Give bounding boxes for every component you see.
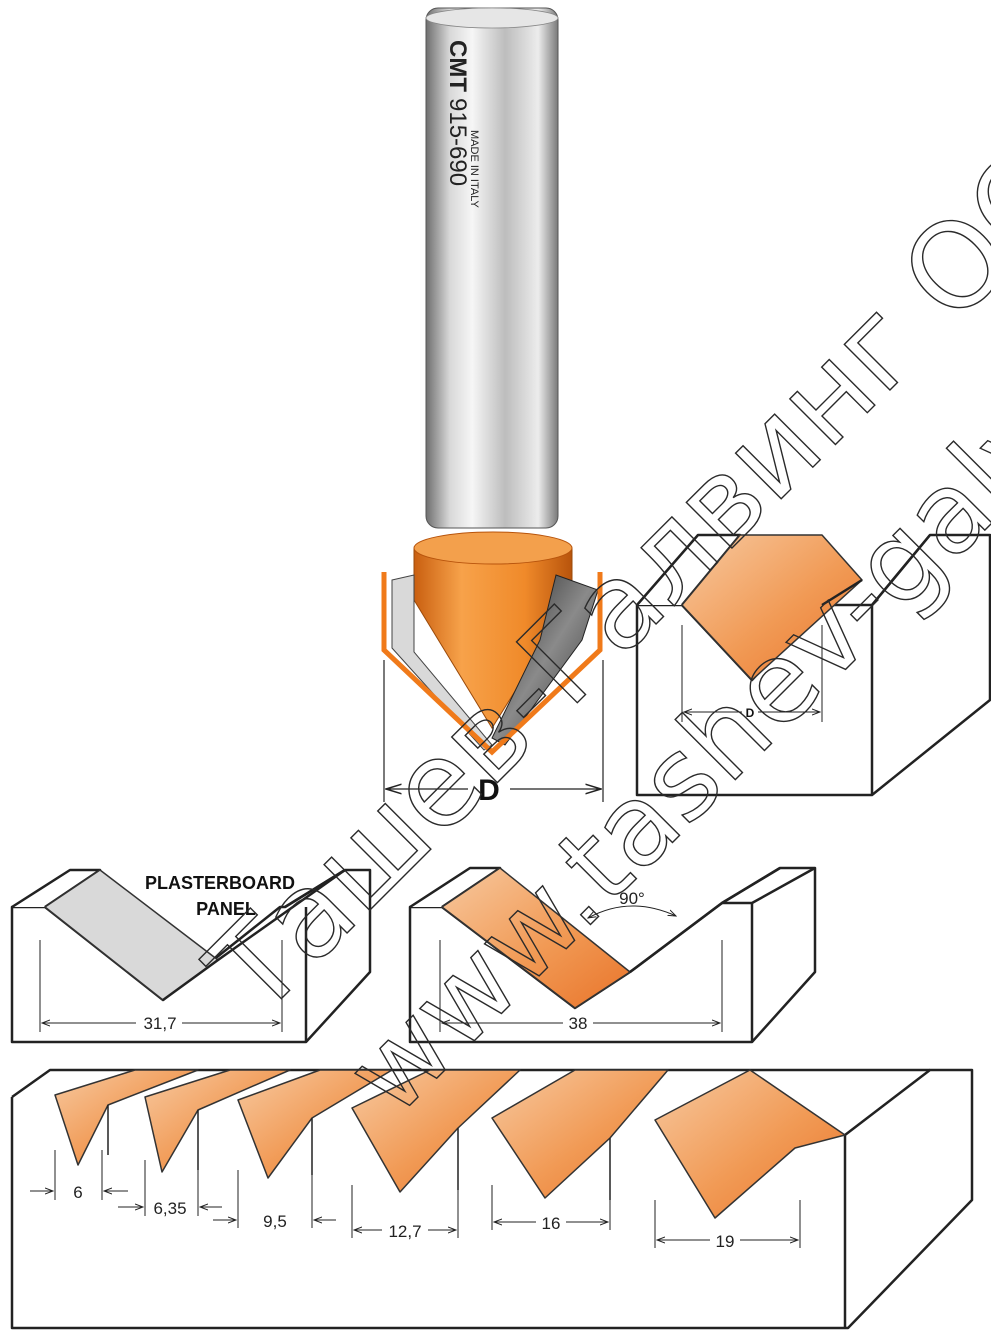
- plasterboard-title-line1: PLASTERBOARD: [145, 873, 295, 893]
- groove-size-label: 9,5: [263, 1212, 287, 1231]
- angle-arc: [588, 905, 676, 918]
- groove-size-label: 16: [542, 1214, 561, 1233]
- block-d-label: D: [746, 706, 755, 720]
- groove-size-label: 6: [73, 1183, 82, 1202]
- shank-code-text: 915-690: [444, 98, 471, 186]
- shank-brand-text: CMT: [444, 40, 471, 92]
- groove-12-7: [351, 1069, 521, 1193]
- bit-diameter-label: D: [478, 774, 500, 807]
- groove-6-35: [144, 1069, 291, 1173]
- router-bit: CMT 915-690 MADE IN ITALY D: [381, 7, 604, 807]
- shank-origin-text: MADE IN ITALY: [468, 130, 480, 208]
- angle-label: 90°: [619, 889, 645, 908]
- plasterboard-title-line2: PANEL: [196, 899, 256, 919]
- groove-9-5: [237, 1069, 393, 1179]
- groove-size-label: 6,35: [153, 1199, 186, 1218]
- groove-size-label: 12,7: [388, 1222, 421, 1241]
- groove-block-d: D: [635, 533, 991, 797]
- bit-cut-profile: [381, 572, 603, 756]
- multi-groove-block: 6 6,35 9,5 12,7 16 19: [10, 1068, 974, 1330]
- angle-width-label: 38: [569, 1014, 588, 1033]
- groove-19: [654, 1069, 846, 1219]
- groove-size-label: 19: [716, 1232, 735, 1251]
- bit-blade-left: [391, 574, 493, 751]
- groove-6: [54, 1069, 199, 1166]
- plasterboard-width-label: 31,7: [143, 1014, 176, 1033]
- plasterboard-block: 31,7 PLASTERBOARD PANEL: [10, 868, 372, 1044]
- groove-16: [491, 1069, 669, 1199]
- angle-block: 90° 38: [408, 866, 817, 1044]
